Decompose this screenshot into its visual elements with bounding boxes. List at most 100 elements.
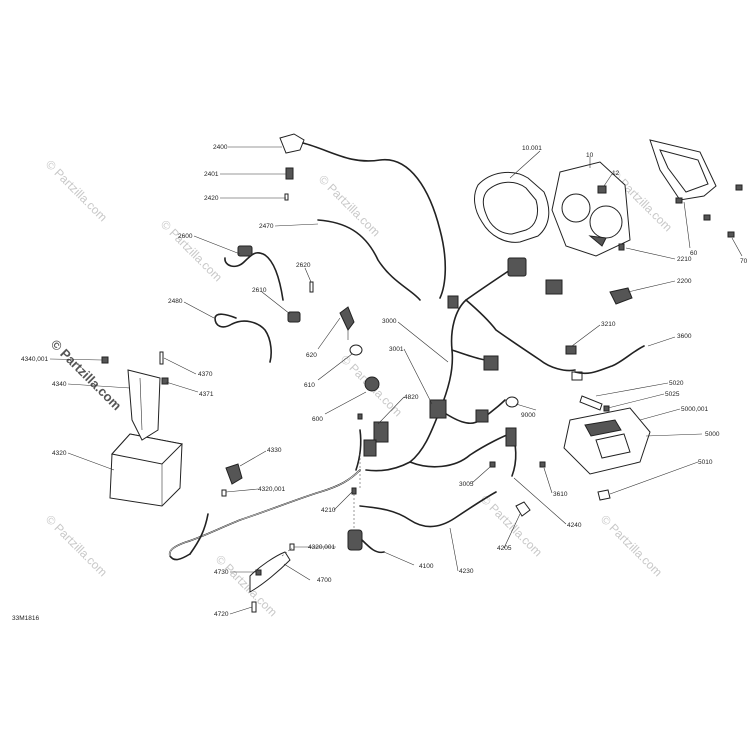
callout-4340001[interactable]: 4340,001 xyxy=(21,356,48,363)
callout-12[interactable]: 12 xyxy=(612,170,620,177)
watermark-dark: © Partzilla.com xyxy=(48,337,125,414)
callout-4820[interactable]: 4820 xyxy=(404,394,419,401)
clip-5010 xyxy=(597,489,611,501)
callout-4371[interactable]: 4371 xyxy=(199,391,214,398)
callout-4730[interactable]: 4730 xyxy=(214,569,229,576)
callout-2210[interactable]: 2210 xyxy=(677,256,692,263)
callout-2600[interactable]: 2600 xyxy=(178,233,193,240)
wire-2470 xyxy=(317,219,421,301)
callout-4320001-a[interactable]: 4320,001 xyxy=(258,486,285,493)
bolt-4370 xyxy=(159,351,164,365)
callout-3210[interactable]: 3210 xyxy=(601,321,616,328)
callout-2620[interactable]: 2620 xyxy=(296,262,311,269)
screw-70-a xyxy=(735,184,743,191)
callout-2401[interactable]: 2401 xyxy=(204,171,219,178)
callout-600[interactable]: 600 xyxy=(312,416,323,423)
callout-610[interactable]: 610 xyxy=(304,382,315,389)
callout-4240[interactable]: 4240 xyxy=(567,522,582,529)
screw-3005 xyxy=(489,461,496,468)
watermark: © Partzilla.com xyxy=(43,157,110,224)
callout-4205[interactable]: 4205 xyxy=(497,545,512,552)
callout-4700[interactable]: 4700 xyxy=(317,577,332,584)
battery-4320-part xyxy=(109,433,184,507)
diagram-code: 33M1816 xyxy=(12,615,39,622)
nut-4371 xyxy=(161,377,169,385)
clip-4205 xyxy=(515,501,531,517)
screw-4210 xyxy=(351,487,357,495)
callout-620[interactable]: 620 xyxy=(306,352,317,359)
screw-70-b xyxy=(703,214,711,221)
harness-3000-part xyxy=(365,257,583,472)
screw-70-c xyxy=(727,231,735,238)
bolt-4320001-a xyxy=(221,489,227,497)
leader-lines xyxy=(49,146,743,615)
pin-2620 xyxy=(309,281,314,293)
callout-5020[interactable]: 5020 xyxy=(669,380,684,387)
callout-4320[interactable]: 4320 xyxy=(52,450,67,457)
connector-4820 xyxy=(373,421,389,443)
cable-2480 xyxy=(214,313,272,363)
cable-main-neg-end xyxy=(189,513,209,555)
screw-4820 xyxy=(357,413,363,420)
callout-2470[interactable]: 2470 xyxy=(259,223,274,230)
switch-2400-part xyxy=(279,133,447,299)
callout-labels: 2400 2401 2420 2470 2600 2610 2620 2480 … xyxy=(21,144,748,618)
watermark: © Partzilla.com xyxy=(43,512,110,579)
callout-5025[interactable]: 5025 xyxy=(665,391,680,398)
callout-3005[interactable]: 3005 xyxy=(459,481,474,488)
callout-4210[interactable]: 4210 xyxy=(321,507,336,514)
callout-60[interactable]: 60 xyxy=(690,250,698,257)
callout-4330[interactable]: 4330 xyxy=(267,447,282,454)
callout-9000[interactable]: 9000 xyxy=(521,412,536,419)
part-610 xyxy=(349,344,363,356)
screw-60-a xyxy=(675,197,683,204)
cover-60-part xyxy=(649,139,717,201)
parts-layer xyxy=(101,133,743,613)
callout-2610[interactable]: 2610 xyxy=(252,287,267,294)
callout-3600[interactable]: 3600 xyxy=(677,333,692,340)
callout-10001[interactable]: 10.001 xyxy=(522,145,542,152)
bracket-4340-part xyxy=(101,356,161,441)
watermark: © Partzilla.com xyxy=(158,217,225,284)
callout-4720[interactable]: 4720 xyxy=(214,611,229,618)
module-5000-part xyxy=(563,407,651,475)
screw-12 xyxy=(597,185,607,194)
callout-2400[interactable]: 2400 xyxy=(213,144,228,151)
bracket-5020 xyxy=(579,395,603,411)
callout-2200[interactable]: 2200 xyxy=(677,278,692,285)
solenoid-4100-part xyxy=(347,529,385,554)
screw-2210 xyxy=(618,243,625,251)
callout-4320001-b[interactable]: 4320,001 xyxy=(308,544,335,551)
callout-5010[interactable]: 5010 xyxy=(698,459,713,466)
callout-10[interactable]: 10 xyxy=(586,152,594,159)
sensor-2600-part xyxy=(224,245,284,301)
callout-70[interactable]: 70 xyxy=(740,258,748,265)
bezel-10001-part xyxy=(474,171,550,243)
callout-4230[interactable]: 4230 xyxy=(459,568,474,575)
screw-4730 xyxy=(255,569,262,576)
part-620 xyxy=(339,306,355,331)
connector-4820-b xyxy=(363,439,377,457)
callout-4340[interactable]: 4340 xyxy=(52,381,67,388)
callout-4370[interactable]: 4370 xyxy=(198,371,213,378)
callout-4100[interactable]: 4100 xyxy=(419,563,434,570)
callout-5000001[interactable]: 5000,001 xyxy=(681,406,708,413)
bolt-4720 xyxy=(251,601,257,613)
callout-5000[interactable]: 5000 xyxy=(705,431,720,438)
callout-2480[interactable]: 2480 xyxy=(168,298,183,305)
callout-3001[interactable]: 3001 xyxy=(389,346,404,353)
callout-3610[interactable]: 3610 xyxy=(553,491,568,498)
watermark: © Partzilla.com xyxy=(598,512,665,579)
bracket-2200 xyxy=(609,287,633,305)
wire-3600 xyxy=(574,345,645,375)
cover-4330 xyxy=(225,463,243,485)
watermark: © Partzilla.com xyxy=(316,172,383,239)
screw-3610 xyxy=(539,461,546,468)
callout-2420[interactable]: 2420 xyxy=(204,195,219,202)
part-9000 xyxy=(505,396,519,408)
cluster-10-part xyxy=(551,161,631,257)
screw-5025 xyxy=(603,405,610,412)
connector-4240 xyxy=(505,427,517,447)
callout-3000[interactable]: 3000 xyxy=(382,318,397,325)
